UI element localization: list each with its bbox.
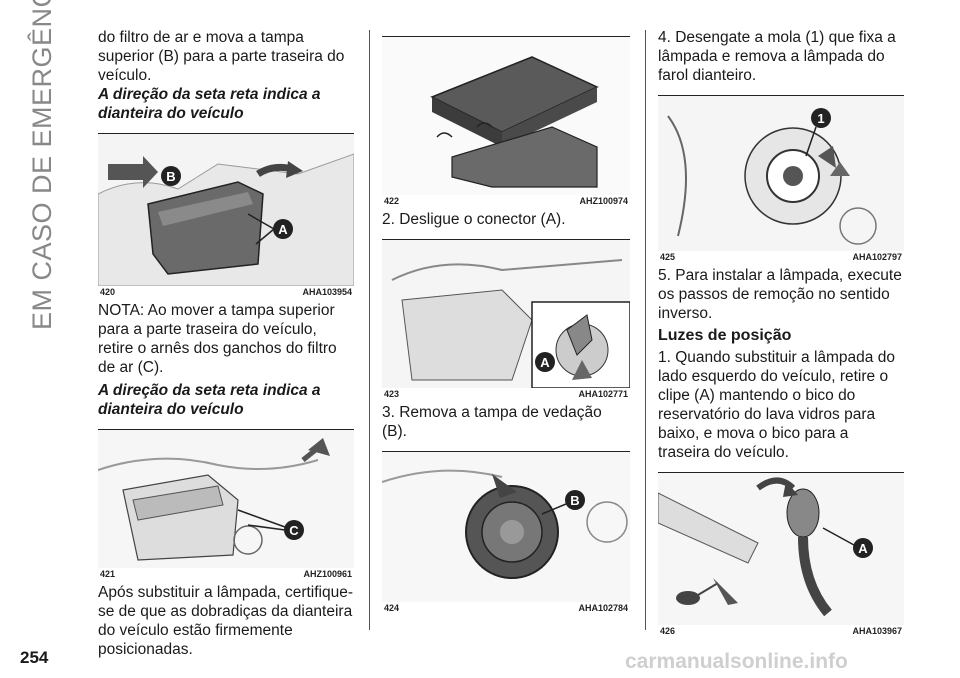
callout-a: A xyxy=(540,355,550,370)
watermark: carmanualsonline.info xyxy=(625,650,848,673)
step-paragraph: 5. Para instalar a lâmpada, execute os p… xyxy=(658,267,902,322)
washer-nozzle-illustration: A xyxy=(658,473,904,625)
section-heading: Luzes de posição xyxy=(658,327,792,344)
figure-number: 421 xyxy=(100,569,116,579)
column-divider xyxy=(369,30,370,630)
step-paragraph: 3. Remova a tampa de vedação (B). xyxy=(382,404,602,440)
figure-425: 1 425 AHA102797 xyxy=(658,95,904,262)
wiring-hook-illustration: C xyxy=(98,430,354,568)
figure-code: AHA102784 xyxy=(578,603,628,613)
step-paragraph: 4. Desengate a mola (1) que fixa a lâmpa… xyxy=(658,29,896,84)
figure-code: AHA102797 xyxy=(852,252,902,262)
figure-number: 425 xyxy=(660,252,676,262)
callout-b: B xyxy=(166,169,175,184)
chapter-side-title: EM CASO DE EMERGÊNCIA xyxy=(22,0,62,330)
figure-number: 423 xyxy=(384,389,400,399)
air-box-cover-illustration xyxy=(382,37,630,195)
seal-cap-illustration: B xyxy=(382,452,630,602)
connector-illustration: A xyxy=(382,240,630,388)
callout-c: C xyxy=(289,523,299,538)
paragraph: Após substituir a lâmpada, certifique-se… xyxy=(98,584,354,658)
figure-number: 424 xyxy=(384,603,400,613)
figure-421: C 421 AHZ100961 xyxy=(98,429,354,579)
air-filter-illustration: B A xyxy=(98,134,354,286)
callout-a: A xyxy=(858,541,868,556)
callout-1: 1 xyxy=(817,111,824,126)
callout-b: B xyxy=(570,493,579,508)
column-2: 422 AHZ100974 2. Desligue o conector (A).… xyxy=(382,28,630,617)
column-divider xyxy=(645,30,646,630)
paragraph: do filtro de ar e mova a tampa superior … xyxy=(98,29,345,84)
figure-number: 426 xyxy=(660,626,676,636)
note-paragraph: NOTA: Ao mover a tampa superior para a p… xyxy=(98,302,337,376)
figure-code: AHA102771 xyxy=(578,389,628,399)
chapter-title-text: EM CASO DE EMERGÊNCIA xyxy=(27,0,57,330)
figure-code: AHA103967 xyxy=(852,626,902,636)
figure-426: A 426 AHA103967 xyxy=(658,472,904,636)
figure-number: 422 xyxy=(384,196,400,206)
figure-420: B A 420 AHA103954 xyxy=(98,133,354,297)
bulb-spring-illustration: 1 xyxy=(658,96,904,251)
column-1: do filtro de ar e mova a tampa superior … xyxy=(98,28,354,659)
figure-code: AHZ100974 xyxy=(579,196,628,206)
figure-code: AHZ100961 xyxy=(303,569,352,579)
column-3: 4. Desengate a mola (1) que fixa a lâmpa… xyxy=(658,28,904,640)
callout-a: A xyxy=(278,222,288,237)
figure-424: B 424 AHA102784 xyxy=(382,451,630,613)
figure-422: 422 AHZ100974 xyxy=(382,36,630,206)
figure-423: A 423 AHA102771 xyxy=(382,239,630,399)
italic-heading: A direção da seta reta indica a dianteir… xyxy=(98,86,321,122)
italic-heading: A direção da seta reta indica a dianteir… xyxy=(98,382,321,418)
figure-number: 420 xyxy=(100,287,116,297)
step-paragraph: 2. Desligue o conector (A). xyxy=(382,211,566,228)
page-number: 254 xyxy=(20,648,49,667)
step-paragraph: 1. Quando substituir a lâmpada do lado e… xyxy=(658,349,895,461)
figure-code: AHA103954 xyxy=(302,287,352,297)
